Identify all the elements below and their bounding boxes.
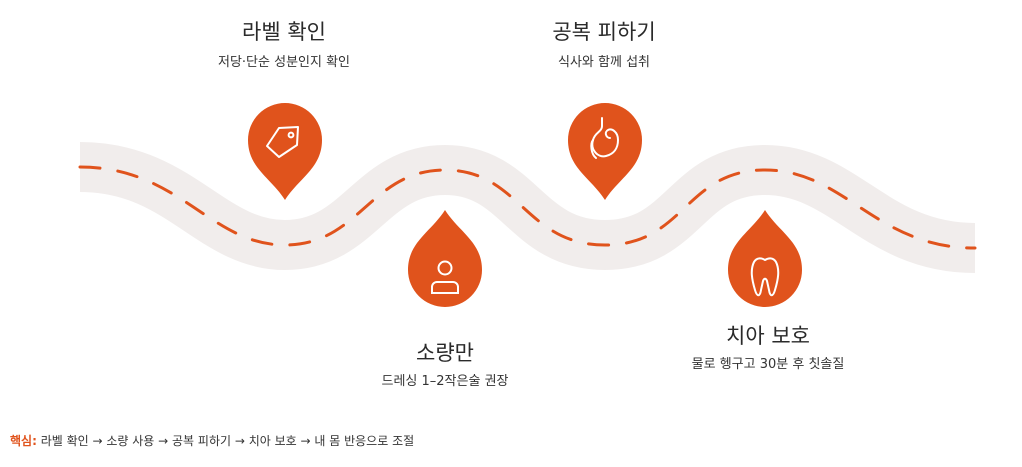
step-title: 소량만 [416,341,474,365]
summary-text: 라벨 확인 → 소량 사용 → 공복 피하기 → 치아 보호 → 내 몸 반응으… [36,434,415,448]
pin-up-shape [408,210,482,307]
step-title: 치아 보호 [726,324,810,348]
summary-line: 핵심: 라벨 확인 → 소량 사용 → 공복 피하기 → 치아 보호 → 내 몸… [10,432,414,449]
stomach-icon [590,117,619,159]
tag-icon [266,126,299,158]
pin-down-shape [568,103,642,200]
step-3-marker [568,103,642,200]
step-4-marker [728,210,802,307]
summary-label: 핵심: [10,434,37,448]
step-3-text: 공복 피하기 식사와 함께 섭취 [494,19,714,71]
person-icon [431,260,459,294]
step-title: 공복 피하기 [552,20,656,44]
step-description: 물로 헹구고 30분 후 칫솔질 [691,357,845,372]
step-1-marker [248,103,322,200]
step-description: 저당·단순 성분인지 확인 [218,55,350,70]
step-4-text: 치아 보호 물로 헹구고 30분 후 칫솔질 [658,323,878,373]
step-title: 라벨 확인 [242,20,326,44]
road-dashed-line [78,165,977,250]
step-2-text: 소량만 드레싱 1–2작은술 권장 [335,340,555,390]
step-description: 드레싱 1–2작은술 권장 [381,374,509,389]
tooth-icon [750,257,780,297]
step-1-text: 라벨 확인 저당·단순 성분인지 확인 [174,19,394,71]
step-2-marker [408,210,482,307]
road-band [79,142,976,273]
pin-down-shape [248,103,322,200]
pin-up-shape [728,210,802,307]
step-description: 식사와 함께 섭취 [558,55,650,70]
